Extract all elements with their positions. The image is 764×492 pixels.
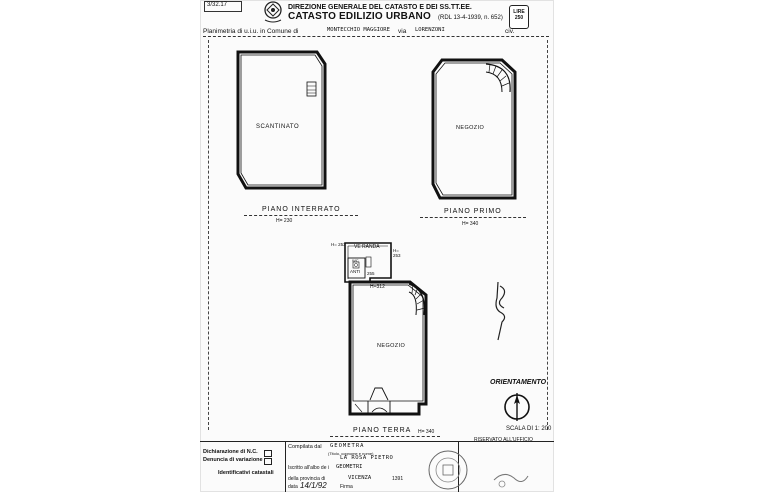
corner-stamp-box: 3/32.17 [204,1,242,12]
basement-room-label: SCANTINATO [256,124,300,130]
law-reference: (RDL 13-4-1939, n. 652) [438,15,503,21]
civ-label: civ. [505,28,515,35]
footer-divider-1 [285,441,286,492]
first-floor-title-underline [420,217,526,218]
veranda-label: VE RANDA [354,244,380,250]
first-floor-height: H= 340 [462,221,479,227]
north-arrow-icon [504,393,530,421]
declaration-label: Dichiarazione di N.C. [203,449,258,455]
wc-label: WC [352,258,359,263]
comune-value: MONTECCHIO MAGGIORE [327,27,390,33]
date-value: 14/1/92 [300,481,327,490]
basement-title-underline [244,215,358,216]
date-label: data [288,484,298,490]
identifiers-label: Identificativi catastali [218,470,274,476]
register-value: GEOMETRI [336,464,363,470]
first-floor-outline [431,58,517,200]
height-253-right: H= 253 [393,248,401,258]
orientation-label: ORIENTAMENTO [490,379,547,386]
scale-label: SCALA DI 1: 200 [506,426,552,432]
basement-outline [236,50,327,190]
first-floor-room-label: NEGOZIO [456,125,485,131]
name-note: (Titolo, cognome e nome) [328,451,374,456]
nc-checkbox [264,450,272,457]
form-box: LIRE 250 [509,5,529,29]
sheet-border-right [547,40,548,430]
first-floor-title: PIANO PRIMO [444,208,502,215]
height-255: 255 [367,271,375,276]
height-312: H=312 [370,284,385,290]
via-value: LORENZONI [415,27,445,33]
height-253-left: H= 253 [331,242,346,247]
form-box-label: LIRE 250 [513,9,525,21]
page-title: CATASTO EDILIZIO URBANO [288,11,431,22]
office-reserved-label: RISERVATO ALL'UFFICIO [474,437,533,443]
signature-scrawl [495,281,506,341]
signature-label: Firma [340,484,353,490]
province-value: VICENZA [348,475,372,481]
sheet-border-left [208,40,209,430]
footer-top-rule [200,441,554,442]
ground-title-underline [330,436,440,437]
surveyor-name: LA ROSA PIETRO [340,455,394,461]
compiled-by-label: Compilata dal [288,444,322,450]
ministry-line: DIREZIONE GENERALE DEL CATASTO E DEI SS.… [288,4,472,11]
cadastral-sheet: 3/32.17 DIREZIONE GENERALE DEL CATASTO E… [200,0,554,492]
province-label: della provincia di [288,476,326,482]
register-number: 1391 [392,476,404,482]
floor-plans-drawing [236,50,517,416]
header-underline [203,36,549,37]
variation-checkbox [264,458,272,465]
footer-divider-2 [458,441,459,492]
basement-floor-title: PIANO INTERRATO [262,206,341,213]
compiler-title: GEOMETRA [330,443,365,449]
corner-stamp: 3/32.17 [207,2,228,8]
official-stamp [428,450,468,490]
via-label: via [398,28,407,35]
basement-height: H= 230 [276,218,293,224]
plan-line-label: Planimetria di u.i.u. in Comune di [203,28,299,35]
register-label: Iscritto all'albo de i [288,465,329,471]
emblem-icon [264,1,282,23]
ground-floor-height: H= 340 [418,429,435,435]
anti-label: ANTI [350,269,361,274]
ground-floor-room-label: NEGOZIO [377,343,406,349]
variation-label: Denuncia di variazione [203,457,263,463]
ground-veranda-outline [344,242,392,283]
ground-floor-title: PIANO TERRA [353,427,412,434]
office-stamp-mark [493,474,529,488]
